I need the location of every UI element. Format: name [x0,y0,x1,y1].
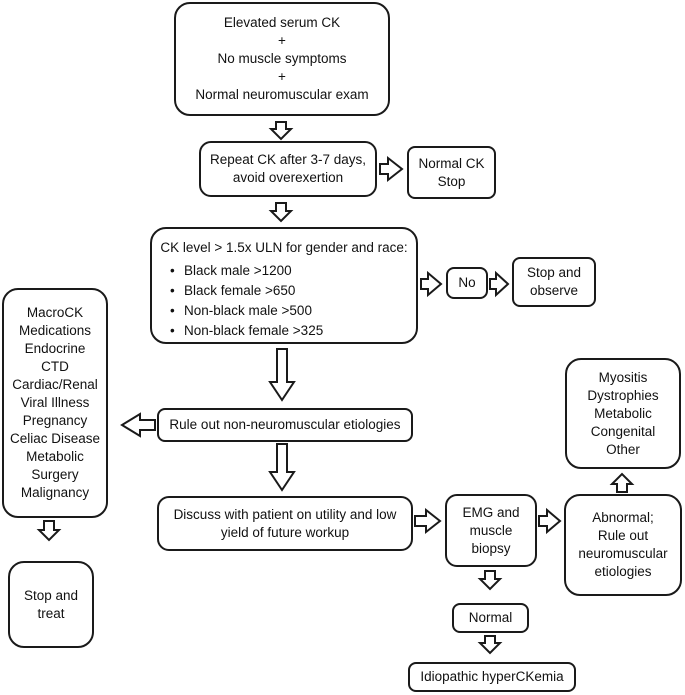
etiology-item: Endocrine [24,341,86,356]
repeat-ck-box: Repeat CK after 3-7 days, avoid overexer… [199,141,377,197]
etiology-item: Viral Illness [20,395,90,410]
ck-threshold-item: Black male >1200 [170,261,323,281]
arrow-cklevel-to-no [420,270,443,298]
emg-line: biopsy [471,540,511,556]
arrow-start-to-repeat [268,121,294,141]
etiology-item: Celiac Disease [9,431,101,446]
arrow-list-to-stoptreat [36,520,62,542]
myositis-item: Metabolic [594,405,652,421]
no-label: No [458,275,476,290]
ck-level-heading: CK level > 1.5x ULN for gender and race: [160,240,408,255]
arrow-ruleout-to-discuss [268,443,296,492]
stop-observe-box: Stop and observe [512,257,596,307]
emg-line: EMG and [462,504,520,520]
start-criteria-box: Elevated serum CK + No muscle symptoms +… [174,2,390,116]
ck-threshold-item: Black female >650 [170,281,323,301]
idiopathic-hyperckemia-box: Idiopathic hyperCKemia [408,662,576,692]
idiopathic-label: Idiopathic hyperCKemia [420,669,564,684]
normal-label: Normal [468,610,513,625]
stop-observe-line: Stop and [526,265,582,280]
arrow-no-to-stop [489,270,510,298]
ck-threshold-list: Black male >1200 Black female >650 Non-b… [170,261,323,341]
etiology-item: Surgery [31,467,79,482]
start-line: Elevated serum CK [223,15,341,30]
abnormal-line: neuromuscular [578,546,668,561]
normal-ck-line: Stop [437,173,466,189]
arrow-ruleout-to-list [120,412,156,438]
discuss-line: Discuss with patient on utility and low [173,506,397,522]
normal-ck-line: Normal CK [418,155,485,171]
etiology-item: Metabolic [26,449,84,464]
etiology-item: Pregnancy [22,413,88,428]
start-line: Normal neuromuscular exam [195,87,369,102]
non-neuromuscular-etiologies-list-box: MacroCK Medications Endocrine CTD Cardia… [2,288,108,518]
etiology-item: Cardiac/Renal [12,377,98,392]
start-line: No muscle symptoms [217,51,347,66]
start-plus: + [278,69,286,84]
arrow-cklevel-to-ruleout [268,348,296,402]
myositis-item: Other [606,441,640,457]
ck-level-criteria-box: CK level > 1.5x ULN for gender and race:… [150,227,418,344]
stop-treat-line: Stop and [23,587,79,603]
arrow-emg-to-normal [477,570,503,591]
arrow-abnormal-to-list [609,472,635,493]
abnormal-line: etiologies [594,564,652,579]
discuss-line: yield of future workup [220,524,350,540]
stop-observe-line: observe [529,283,579,298]
etiology-item: Medications [18,323,92,338]
neuromuscular-etiologies-list-box: Myositis Dystrophies Metabolic Congenita… [565,358,681,469]
ck-threshold-item: Non-black female >325 [170,321,323,341]
abnormal-box: Abnormal; Rule out neuromuscular etiolog… [564,494,682,596]
arrow-emg-to-abnormal [538,507,562,535]
abnormal-line: Rule out [597,528,649,543]
myositis-item: Congenital [590,423,656,439]
start-plus: + [278,33,286,48]
etiology-item: Malignancy [20,485,90,500]
repeat-ck-line: avoid overexertion [232,170,344,185]
arrow-normal-to-idiopathic [477,635,503,655]
normal-ck-stop-box: Normal CK Stop [407,146,496,199]
arrow-repeat-to-normalck [379,155,404,183]
etiology-item: MacroCK [26,305,84,320]
repeat-ck-line: Repeat CK after 3-7 days, [209,152,367,167]
stop-treat-line: treat [37,605,65,621]
arrow-discuss-to-emg [414,507,442,535]
arrow-repeat-to-cklevel [268,202,294,223]
no-box: No [446,267,488,299]
emg-biopsy-box: EMG and muscle biopsy [445,494,537,567]
emg-line: muscle [469,522,513,538]
rule-out-label: Rule out non-neuromuscular etiologies [169,417,401,432]
myositis-item: Dystrophies [587,387,659,403]
myositis-item: Myositis [598,369,648,385]
etiology-item: CTD [41,359,69,374]
abnormal-line: Abnormal; [592,510,654,525]
stop-treat-box: Stop and treat [8,561,94,648]
normal-result-box: Normal [452,603,529,633]
rule-out-non-neuromuscular-box: Rule out non-neuromuscular etiologies [157,408,413,442]
discuss-with-patient-box: Discuss with patient on utility and low … [157,496,413,551]
ck-threshold-item: Non-black male >500 [170,301,323,321]
